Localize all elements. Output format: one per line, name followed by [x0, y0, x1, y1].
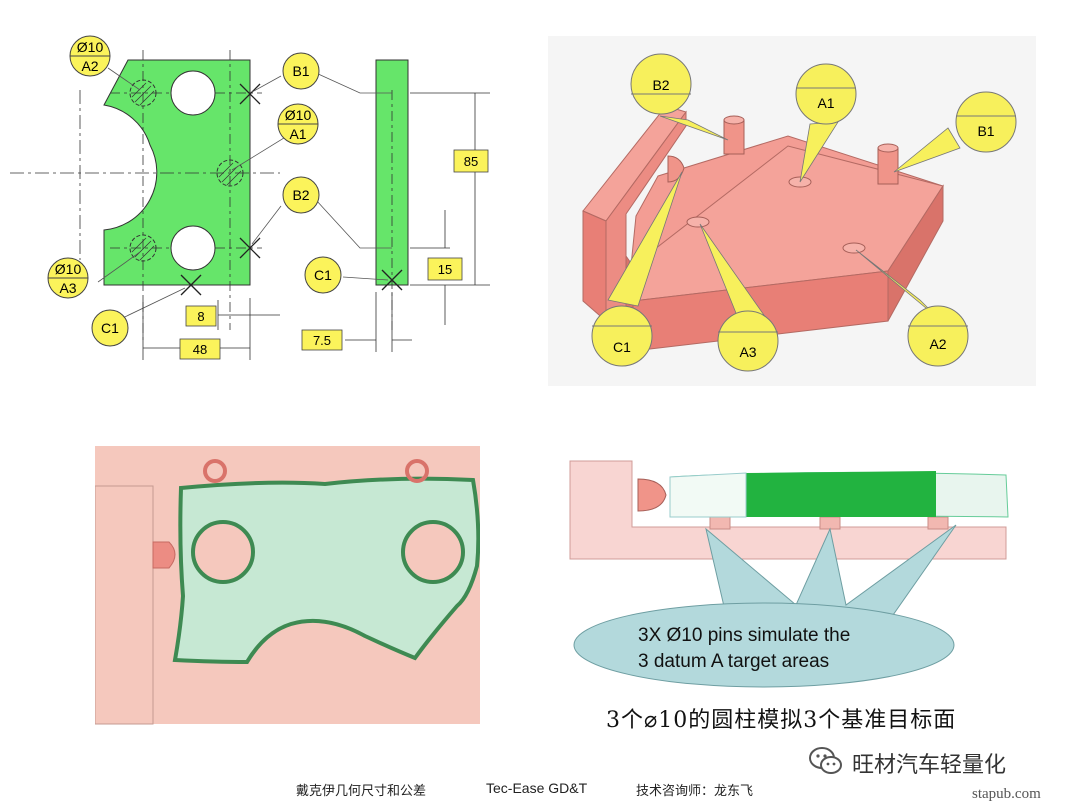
svg-text:Ø10: Ø10 [77, 39, 104, 55]
bubble-c1-3d: C1 [591, 305, 653, 367]
fixture-3d-svg: B2 A1 B1 C1 A3 A2 [548, 36, 1036, 386]
pin-top-left [203, 459, 227, 483]
bubble-a1-3d: A1 [795, 63, 857, 125]
datum-target-drawing: 85 15 8 48 7.5 Ø10 A2 Ø10 A1 Ø10 A3 B1 B… [0, 30, 520, 370]
footer-brand: Tec-Ease GD&T [486, 780, 588, 796]
fixture-top-view [95, 446, 480, 726]
svg-text:Ø10: Ø10 [285, 107, 312, 123]
svg-text:B1: B1 [292, 63, 309, 79]
hole-lower [170, 225, 216, 271]
pin-b1 [877, 143, 899, 185]
drawing-svg: 85 15 8 48 7.5 Ø10 A2 Ø10 A1 Ø10 A3 B1 B… [10, 35, 490, 360]
dimension-8: 8 [197, 309, 204, 324]
pad-a2 [842, 242, 866, 254]
bubble-a1: Ø10 A1 [277, 103, 319, 145]
pin-b2 [723, 115, 745, 155]
svg-text:Ø10: Ø10 [55, 261, 82, 277]
svg-text:A2: A2 [929, 336, 946, 352]
callout-pointer [705, 524, 957, 626]
part-hole-right [401, 520, 465, 584]
svg-text:B1: B1 [977, 123, 994, 139]
bubble-c1-left: C1 [91, 309, 129, 347]
fixture-side-view: 3X Ø10 pins simulate the 3 datum A targe… [566, 455, 1016, 693]
wechat-icon [808, 746, 844, 781]
callout-text-line1: 3X Ø10 pins simulate the [638, 625, 850, 646]
bubble-c1-right: C1 [304, 256, 342, 294]
dimension-7-5: 7.5 [313, 333, 331, 348]
fixture-top-svg [95, 446, 480, 725]
bubble-b2: B2 [282, 176, 320, 214]
svg-text:A1: A1 [817, 95, 834, 111]
pad-a3 [686, 216, 710, 228]
fixture-side-svg: 3X Ø10 pins simulate the 3 datum A targe… [569, 460, 1009, 688]
part-hole-left [191, 520, 255, 584]
pin-side-c1 [152, 541, 176, 569]
side-pin [637, 478, 667, 512]
callout-text-line2: 3 datum A target areas [638, 651, 829, 672]
bubble-a2-3d: A2 [907, 305, 969, 367]
svg-text:A3: A3 [739, 344, 756, 360]
dimension-48: 48 [193, 342, 207, 357]
dimension-15: 15 [438, 262, 452, 277]
wechat-account-name: 旺材汽车轻量化 [852, 753, 1007, 778]
part-on-fixture [172, 476, 480, 665]
svg-text:B2: B2 [652, 77, 669, 93]
wechat-account: 旺材汽车轻量化 [808, 746, 1006, 780]
svg-text:C1: C1 [314, 267, 332, 283]
bubble-a3-3d: A3 [717, 310, 779, 372]
bubble-a2: Ø10 A2 [69, 35, 111, 77]
target-area-a2 [129, 79, 157, 107]
bubble-b1-3d: B1 [955, 91, 1017, 153]
bubble-b2-3d: B2 [630, 53, 692, 115]
svg-text:B2: B2 [292, 187, 309, 203]
pin-top-right [405, 459, 429, 483]
site-watermark: stapub.com [972, 786, 1041, 802]
part-front-view [103, 59, 251, 286]
fixture-wall [95, 485, 154, 725]
dimension-85: 85 [464, 154, 478, 169]
bubble-b1: B1 [282, 52, 320, 90]
bubble-a3: Ø10 A3 [47, 257, 89, 299]
footer-book-title: 戴克伊几何尺寸和公差 [296, 784, 427, 799]
footer-consultant: 技术咨询师：龙东飞 [636, 784, 754, 799]
target-area-a1 [216, 159, 244, 187]
target-area-a3 [129, 234, 157, 262]
svg-text:A3: A3 [59, 280, 76, 296]
hole-upper [170, 70, 216, 116]
svg-text:C1: C1 [613, 339, 631, 355]
fixture-isometric-view: B2 A1 B1 C1 A3 A2 [548, 36, 1036, 386]
chinese-caption: 3个⌀10的圆柱模拟3个基准目标面 [606, 708, 957, 733]
svg-text:C1: C1 [101, 320, 119, 336]
fixture-base-side [569, 460, 1007, 560]
svg-text:A2: A2 [81, 58, 98, 74]
svg-text:A1: A1 [289, 126, 306, 142]
footer: 戴克伊几何尺寸和公差 Tec-Ease GD&T 技术咨询师：龙东飞 [0, 778, 1080, 802]
callout-bubble [573, 602, 955, 688]
